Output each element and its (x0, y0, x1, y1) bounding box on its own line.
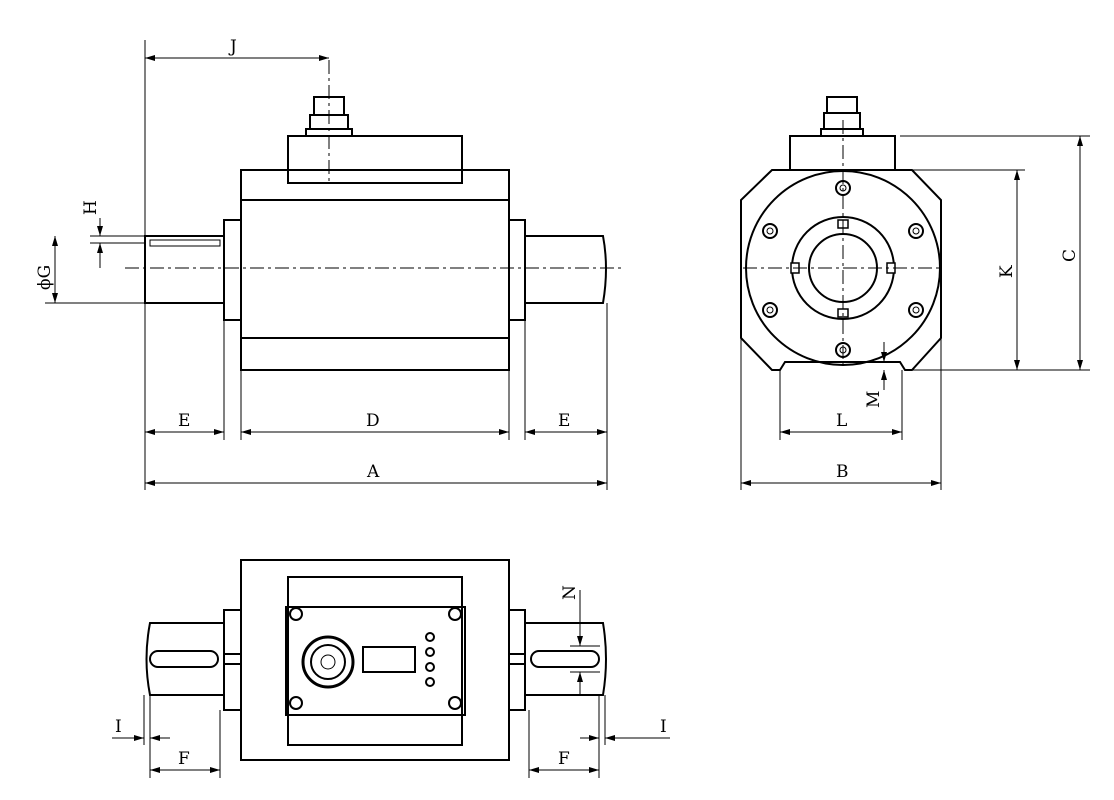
dim-label-i-left: I (115, 717, 122, 737)
dim-label-j: J (228, 37, 237, 57)
dim-label-k: K (997, 265, 1017, 278)
dim-label-g: ϕG (35, 265, 55, 290)
top-view: N I F F I (112, 559, 670, 778)
dim-label-d: D (366, 411, 380, 431)
dim-label-b: B (836, 462, 849, 482)
dim-label-f-right: F (558, 749, 570, 769)
front-view: K C M L B (740, 96, 1090, 490)
dim-label-n: N (560, 585, 580, 600)
dim-label-e-right: E (558, 411, 570, 431)
dim-label-m: M (864, 391, 884, 408)
dim-label-c: C (1060, 249, 1080, 262)
dim-label-i-right: I (660, 717, 667, 737)
dim-label-e-left: E (178, 411, 190, 431)
dim-label-h: H (81, 200, 101, 215)
side-view: J H ϕG E D E A (35, 37, 625, 490)
dim-label-a: A (366, 462, 380, 482)
dim-label-l: L (836, 411, 847, 431)
dim-label-f-left: F (178, 749, 190, 769)
